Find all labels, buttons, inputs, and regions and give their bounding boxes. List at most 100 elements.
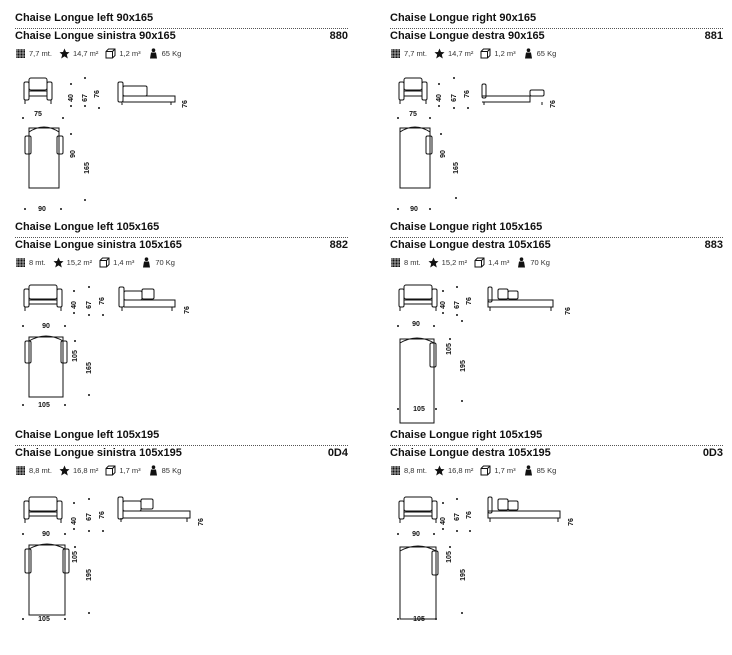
dim-arm-height: 67 — [82, 94, 89, 102]
weight-icon — [524, 47, 532, 58]
spec-weight: 85 Kg — [148, 464, 182, 476]
spec-fabric-value: 7,7 mt. — [29, 48, 52, 58]
dim-back-height: 76 — [466, 511, 473, 519]
front-view-drawing — [398, 284, 438, 311]
spec-leather-value: 15,2 m² — [66, 257, 93, 267]
spec-fabric: 8,8 mt. — [15, 464, 52, 476]
spec-weight: 70 Kg — [141, 256, 175, 268]
dim-side-height: 76 — [550, 100, 557, 108]
spec-fabric-value: 8 mt. — [404, 257, 421, 267]
volume-icon — [105, 465, 116, 475]
fabric-icon — [390, 464, 401, 476]
spec-leather-value: 16,8 m² — [72, 465, 99, 475]
title-en: Chaise Longue left 105x195 — [15, 429, 160, 441]
spec-fabric: 8 mt. — [15, 256, 46, 268]
title-it: Chaise Longue destra 105x165 — [390, 239, 551, 251]
volume-icon — [105, 48, 116, 58]
fabric-icon — [15, 47, 26, 59]
dim-side-height: 76 — [198, 518, 205, 526]
dim-side-height: 76 — [565, 307, 572, 315]
spec-leather-value: 14,7 m² — [72, 48, 99, 58]
leather-icon — [53, 257, 64, 267]
dim-front-width: 90 — [42, 323, 50, 330]
dim-front-width: 90 — [412, 321, 420, 328]
weight-icon — [143, 256, 151, 267]
product-code: 881 — [704, 30, 723, 42]
weight-icon — [149, 47, 157, 58]
dim-side-height: 76 — [182, 100, 189, 108]
dim-arm-height: 67 — [451, 94, 458, 102]
dotted-divider — [15, 237, 348, 238]
spec-row: 8 mt. 15,2 m² 1,4 m³ 70 Kg — [15, 256, 182, 268]
dim-arm-height: 67 — [454, 301, 461, 309]
spec-fabric: 8,8 mt. — [390, 464, 427, 476]
side-view-drawing — [117, 496, 191, 522]
fabric-icon — [15, 256, 26, 268]
dim-top-depth-inner: 105 — [446, 551, 453, 563]
product-entry-883: Chaise Longue right 105x165 Chaise Longu… — [390, 221, 723, 426]
spec-fabric: 7,7 mt. — [15, 47, 52, 59]
spec-fabric-value: 8,8 mt. — [29, 465, 52, 475]
product-code: 882 — [329, 239, 348, 251]
spec-weight: 70 Kg — [516, 256, 550, 268]
spec-volume-value: 1,7 m³ — [494, 465, 516, 475]
dim-seat-height: 40 — [440, 517, 447, 525]
dim-top-width: 90 — [410, 206, 418, 213]
title-en: Chaise Longue right 105x195 — [390, 429, 543, 441]
dim-back-height: 76 — [464, 90, 471, 98]
dotted-divider — [15, 28, 348, 29]
dim-front-width: 75 — [409, 111, 417, 118]
spec-leather: 15,2 m² — [53, 257, 92, 268]
fabric-icon — [390, 256, 401, 268]
product-code: 0D3 — [702, 447, 723, 459]
dimension-drawings: 75 40 67 76 76 90 165 9 — [15, 64, 348, 217]
dim-seat-height: 40 — [440, 301, 447, 309]
dim-back-height: 76 — [99, 297, 106, 305]
dim-seat-height: 40 — [68, 94, 75, 102]
fabric-icon — [390, 47, 401, 59]
dim-top-depth-inner: 105 — [72, 551, 79, 563]
title-it: Chaise Longue destra 90x165 — [390, 30, 545, 42]
spec-row: 8 mt. 15,2 m² 1,4 m³ 70 Kg — [390, 256, 557, 268]
title-en: Chaise Longue right 90x165 — [390, 12, 537, 24]
side-view-drawing — [117, 81, 176, 105]
product-code: 880 — [329, 30, 348, 42]
title-en: Chaise Longue right 105x165 — [390, 221, 543, 233]
dimension-drawings: 90 40 67 76 76 105 195 — [390, 481, 723, 634]
weight-icon — [518, 256, 526, 267]
product-entry-880: Chaise Longue left 90x165 Chaise Longue … — [15, 12, 348, 217]
dim-seat-height: 40 — [71, 517, 78, 525]
title-it: Chaise Longue sinistra 105x195 — [15, 447, 182, 459]
spec-fabric: 8 mt. — [390, 256, 421, 268]
dim-top-depth-inner: 105 — [72, 350, 79, 362]
product-code: 883 — [704, 239, 723, 251]
dim-top-depth-inner: 105 — [446, 343, 453, 355]
dimension-drawings: 90 40 67 76 76 105 165 — [15, 273, 348, 426]
spec-fabric-value: 8,8 mt. — [404, 465, 427, 475]
spec-weight: 65 Kg — [148, 47, 182, 59]
title-it: Chaise Longue sinistra 105x165 — [15, 239, 182, 251]
dim-top-depth: 195 — [86, 569, 93, 581]
weight-icon — [524, 464, 532, 475]
top-view-drawing — [399, 545, 439, 620]
dim-top-width: 105 — [413, 406, 425, 413]
product-entry-882: Chaise Longue left 105x165 Chaise Longue… — [15, 221, 348, 426]
side-view-drawing — [487, 496, 561, 522]
spec-volume: 1,4 m³ — [99, 257, 134, 268]
dimension-drawings: 90 40 67 76 76 105 195 — [15, 481, 348, 634]
spec-fabric-value: 7,7 mt. — [404, 48, 427, 58]
dim-front-width: 90 — [412, 531, 420, 538]
leather-icon — [59, 465, 70, 475]
leather-icon — [59, 48, 70, 58]
leather-icon — [434, 48, 445, 58]
dim-arm-height: 67 — [454, 513, 461, 521]
spec-leather-value: 14,7 m² — [447, 48, 474, 58]
spec-volume-value: 1,2 m³ — [494, 48, 516, 58]
spec-volume-value: 1,4 m³ — [113, 257, 135, 267]
spec-weight-value: 85 Kg — [161, 465, 182, 475]
front-view-drawing — [23, 496, 63, 523]
product-entry-0D4: Chaise Longue left 105x195 Chaise Longue… — [15, 429, 348, 634]
dim-top-depth: 195 — [460, 360, 467, 372]
volume-icon — [480, 465, 491, 475]
spec-weight-value: 65 Kg — [161, 48, 182, 58]
